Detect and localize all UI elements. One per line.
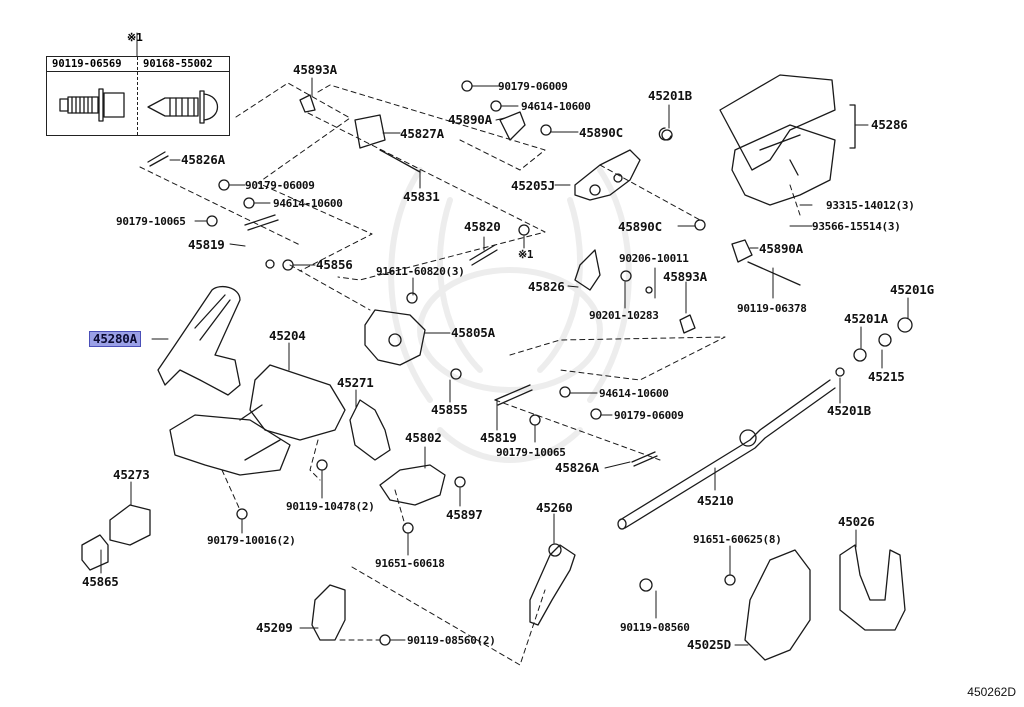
part-45209-joint: [312, 585, 345, 640]
part-label-93566-15514[interactable]: 93566-15514(3): [812, 220, 901, 233]
part-label-45271[interactable]: 45271: [337, 375, 374, 390]
part-label-90206-10011[interactable]: 90206-10011: [619, 252, 689, 265]
part-label-90119-08560-2[interactable]: 90119-08560(2): [407, 634, 496, 647]
fastener-inset-table: 90119-06569 90168-55002: [46, 56, 230, 136]
part-45260-intermediate-shaft: [530, 544, 575, 625]
guide-45209: [352, 567, 545, 665]
part-label-45893A[interactable]: 45893A: [293, 62, 337, 77]
guide-45286-screws: [790, 185, 800, 215]
part-label-45897[interactable]: 45897: [446, 507, 483, 522]
guide-top-link: [318, 85, 545, 170]
part-label-45209[interactable]: 45209: [256, 620, 293, 635]
part-label-45826A[interactable]: 45826A: [181, 152, 225, 167]
part-label-45827A[interactable]: 45827A: [400, 126, 444, 141]
inset-part-90119-06569[interactable]: 90119-06569: [52, 58, 122, 70]
part-label-45286[interactable]: 45286: [871, 117, 908, 132]
guide-lower-link: [495, 400, 660, 460]
part-label-91611-60820[interactable]: 91611-60820(3): [376, 265, 465, 278]
watermark-emblem: [391, 170, 629, 460]
assembly-guide-lines: [140, 83, 800, 665]
part-label-90179-06009-top[interactable]: 90179-06009: [498, 80, 568, 93]
guide-45204-bolt: [310, 440, 320, 480]
part-45204-column-bracket: [170, 365, 345, 475]
part-45286-column-cover: [720, 75, 855, 205]
part-45271-plate: [350, 400, 390, 460]
part-label-45805A[interactable]: 45805A: [451, 325, 495, 340]
note-mark: ※1: [127, 31, 143, 44]
part-label-94614-10600[interactable]: 94614-10600: [273, 197, 343, 210]
part-45865-sleeve: [82, 535, 108, 570]
part-label-90119-10478[interactable]: 90119-10478(2): [286, 500, 375, 513]
guide-bracket-bolt: [222, 470, 240, 510]
part-label-90179-06009[interactable]: 90179-06009: [245, 179, 315, 192]
part-label-45204[interactable]: 45204: [269, 328, 306, 343]
part-label-94614-10600-bot[interactable]: 94614-10600: [599, 387, 669, 400]
inset-bolt-icon: [60, 89, 124, 121]
part-label-45819[interactable]: 45819: [188, 237, 225, 252]
part-45802-plate: [380, 465, 445, 505]
fasteners: [148, 81, 912, 645]
part-label-45201G[interactable]: 45201G: [890, 282, 934, 297]
note-mark-mid: ※1: [518, 248, 534, 261]
part-label-45890A[interactable]: 45890A: [448, 112, 492, 127]
part-label-45865[interactable]: 45865: [82, 574, 119, 589]
part-label-90201-10283[interactable]: 90201-10283: [589, 309, 659, 322]
guide-45856: [290, 265, 370, 310]
part-45025D-boot: [745, 550, 810, 660]
part-label-45802[interactable]: 45802: [405, 430, 442, 445]
guide-mid-right: [510, 337, 725, 380]
part-label-45201B-right[interactable]: 45201B: [827, 403, 871, 418]
part-label-45201B[interactable]: 45201B: [648, 88, 692, 103]
part-45210-main-shaft: [618, 380, 835, 529]
part-label-90119-08560[interactable]: 90119-08560: [620, 621, 690, 634]
part-label-45205J[interactable]: 45205J: [511, 178, 555, 193]
part-label-45026[interactable]: 45026: [838, 514, 875, 529]
part-label-45273[interactable]: 45273: [113, 467, 150, 482]
part-label-45856[interactable]: 45856: [316, 257, 353, 272]
part-label-45201A[interactable]: 45201A: [844, 311, 888, 326]
part-label-91651-60618[interactable]: 91651-60618: [375, 557, 445, 570]
part-45205J-lock-lever: [575, 150, 640, 200]
inset-divider: [137, 57, 138, 135]
part-label-90179-10065[interactable]: 90179-10065: [116, 215, 186, 228]
part-label-94614-10600-top[interactable]: 94614-10600: [521, 100, 591, 113]
guide-upper-left: [236, 83, 372, 271]
inset-part-90168-55002[interactable]: 90168-55002: [143, 58, 213, 70]
part-label-45215[interactable]: 45215: [868, 369, 905, 384]
part-45273-bushing: [110, 505, 150, 545]
part-label-45025D[interactable]: 45025D: [687, 637, 731, 652]
figure-id: 450262D: [967, 685, 1016, 699]
guide-lever-link: [308, 113, 545, 280]
part-label-45826[interactable]: 45826: [528, 279, 565, 294]
part-label-90179-06009-bot[interactable]: 90179-06009: [614, 409, 684, 422]
part-label-45280A-selected[interactable]: 45280A: [89, 331, 141, 347]
part-label-45890C-mid[interactable]: 45890C: [618, 219, 662, 234]
guide-spring-left: [140, 167, 300, 245]
part-label-45831[interactable]: 45831: [403, 189, 440, 204]
part-label-45893A-mid[interactable]: 45893A: [663, 269, 707, 284]
part-label-90179-10016[interactable]: 90179-10016(2): [207, 534, 296, 547]
inset-header: [47, 57, 229, 72]
part-label-45210[interactable]: 45210: [697, 493, 734, 508]
part-label-45890C[interactable]: 45890C: [579, 125, 623, 140]
part-label-90119-06378[interactable]: 90119-06378: [737, 302, 807, 315]
part-label-45826A-bot[interactable]: 45826A: [555, 460, 599, 475]
leader-lines: [101, 33, 908, 645]
part-label-90179-10065-bot[interactable]: 90179-10065: [496, 446, 566, 459]
part-label-45260[interactable]: 45260: [536, 500, 573, 515]
part-45026-bracket: [840, 545, 905, 630]
part-label-91651-60625[interactable]: 91651-60625(8): [693, 533, 782, 546]
part-label-45855[interactable]: 45855: [431, 402, 468, 417]
guide-45802-bolt: [395, 490, 405, 525]
part-label-45820[interactable]: 45820: [464, 219, 501, 234]
part-45805A-tilt-lock: [365, 310, 425, 365]
part-label-45890A-right[interactable]: 45890A: [759, 241, 803, 256]
part-label-45819-bot[interactable]: 45819: [480, 430, 517, 445]
part-45280A-upper-bracket: [158, 287, 240, 395]
inset-screw-icon: [148, 91, 218, 123]
part-label-93315-14012[interactable]: 93315-14012(3): [826, 199, 915, 212]
